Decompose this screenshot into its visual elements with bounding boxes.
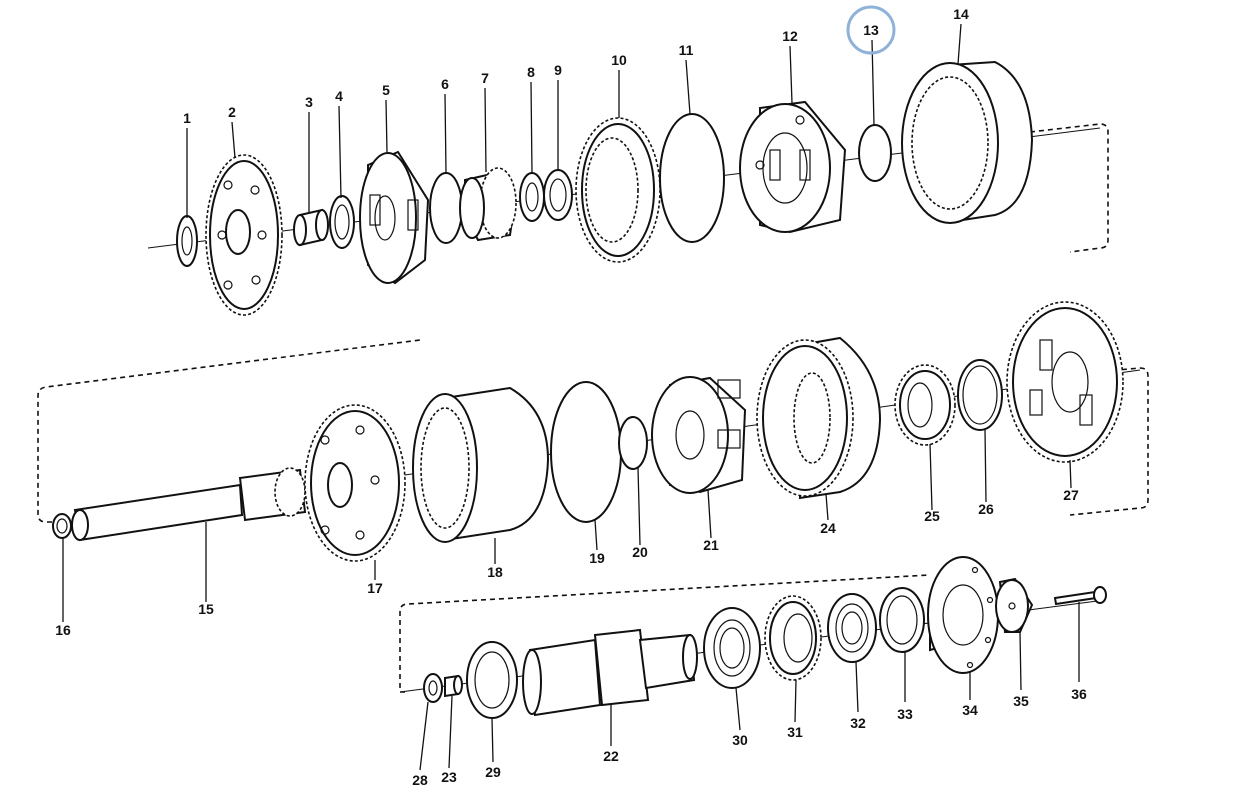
callout-36: 36	[1071, 686, 1087, 702]
highlight-circle	[846, 5, 896, 55]
callout-3: 3	[305, 94, 313, 110]
callout-34: 34	[962, 702, 978, 718]
callout-31: 31	[787, 724, 803, 740]
callout-24: 24	[820, 520, 836, 536]
callout-26: 26	[978, 501, 994, 517]
callout-20: 20	[632, 544, 648, 560]
callout-13: 13	[863, 22, 879, 38]
part-29-washer	[466, 641, 518, 719]
callout-23: 23	[441, 769, 457, 785]
part-33-seal	[879, 587, 925, 653]
part-26-snap-ring	[957, 359, 1003, 431]
callout-5: 5	[382, 82, 390, 98]
callout-33: 33	[897, 706, 913, 722]
callout-21: 21	[703, 537, 719, 553]
part-16-needle-bearing	[52, 513, 72, 539]
callout-29: 29	[485, 764, 501, 780]
part-2-sun-gear	[205, 154, 283, 316]
part-20-snap-ring	[618, 416, 648, 470]
part-32-bearing	[827, 593, 877, 663]
part-5-planet-carrier	[359, 150, 430, 285]
callout-6: 6	[441, 76, 449, 92]
callout-7: 7	[481, 70, 489, 86]
callout-leaders	[62, 23, 1080, 771]
part-35-end-cap	[995, 577, 1034, 633]
part-24-ring-gear	[756, 336, 882, 500]
callout-9: 9	[554, 62, 562, 78]
callout-17: 17	[367, 580, 383, 596]
callout-18: 18	[487, 564, 503, 580]
part-18-ring-gear	[412, 386, 550, 543]
part-8-washer	[519, 172, 545, 222]
part-36-bolt	[1053, 586, 1107, 606]
assembly-row-top	[147, 60, 1109, 316]
part-25-planet-gear	[894, 364, 956, 446]
callout-2: 2	[228, 104, 236, 120]
callout-4: 4	[335, 88, 343, 104]
part-21-carrier-housing	[651, 376, 747, 494]
assembly-row-bottom	[399, 556, 1107, 719]
part-28-nut	[423, 673, 443, 703]
callout-27: 27	[1063, 487, 1079, 503]
part-17-sun-gear	[304, 404, 406, 562]
callout-8: 8	[527, 64, 535, 80]
callout-1: 1	[183, 110, 191, 126]
callout-25: 25	[924, 508, 940, 524]
part-12-clutch-housing	[739, 100, 847, 234]
part-31-gear-ring	[764, 595, 822, 681]
part-14-outer-ring-gear	[901, 60, 1034, 224]
callout-numbers: 1 2 3 4 5 6 7 8 9 10 11 12 13 14 15 16 1…	[55, 6, 1087, 788]
part-22-output-shaft	[522, 628, 698, 717]
part-9-bearing	[543, 169, 573, 221]
callout-10: 10	[611, 52, 627, 68]
callout-12: 12	[782, 28, 798, 44]
part-1-washer	[176, 215, 198, 267]
part-27-planet-carrier	[1006, 301, 1124, 463]
callout-32: 32	[850, 715, 866, 731]
part-19-o-ring	[550, 381, 622, 523]
callout-16: 16	[55, 622, 71, 638]
part-23-bushing	[444, 674, 463, 698]
callout-30: 30	[732, 732, 748, 748]
callout-14: 14	[953, 6, 969, 22]
callout-19: 19	[589, 550, 605, 566]
part-10-ring-gear	[575, 117, 661, 263]
callout-35: 35	[1013, 693, 1029, 709]
assembly-row-middle	[37, 301, 1149, 562]
part-3-bushing	[293, 208, 329, 247]
callout-11: 11	[679, 42, 694, 58]
part-7-planet-gear	[459, 167, 517, 242]
callout-28: 28	[412, 772, 428, 788]
part-4-bearing-ring	[329, 195, 355, 249]
callout-15: 15	[198, 601, 214, 617]
part-11-o-ring	[659, 113, 725, 243]
part-34-flange	[927, 556, 999, 674]
part-13-snap-ring	[858, 124, 892, 182]
part-6-snap-ring	[429, 172, 463, 244]
callout-22: 22	[603, 748, 619, 764]
part-30-bearing	[703, 607, 761, 689]
part-15-main-shaft	[71, 467, 307, 542]
